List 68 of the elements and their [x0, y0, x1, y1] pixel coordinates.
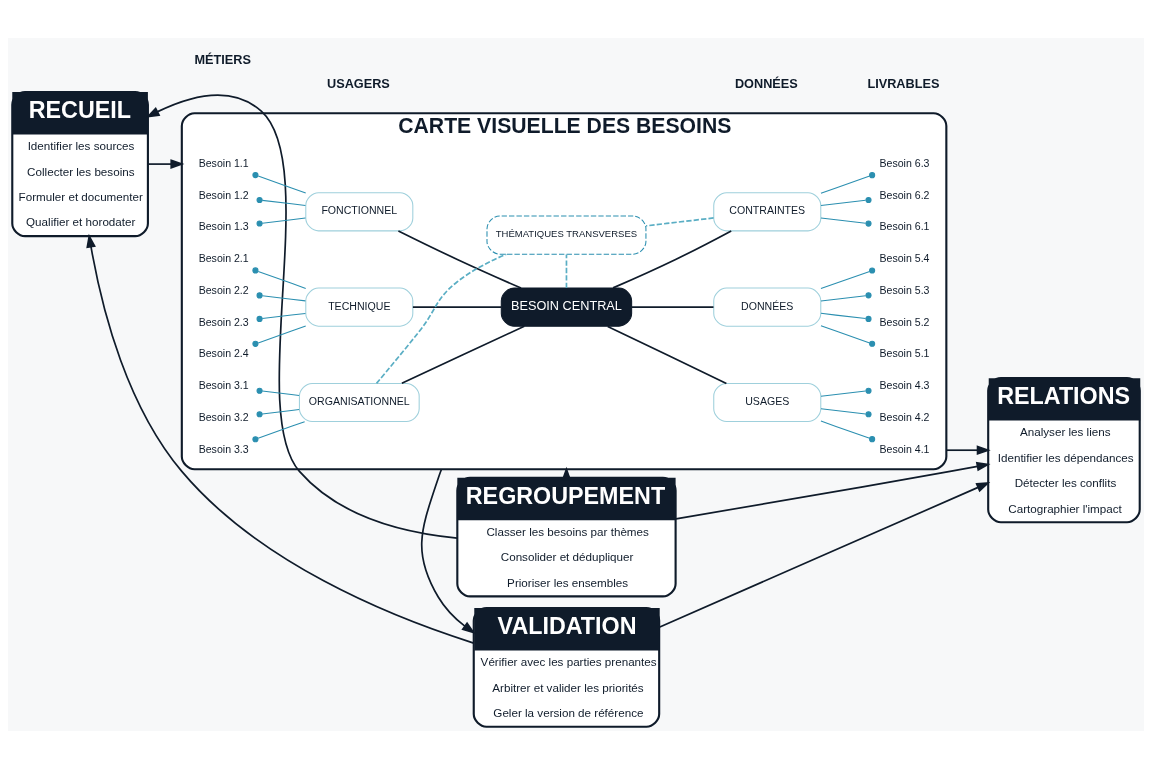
node-text: Besoin 6.1 [879, 219, 930, 232]
arrow [420, 467, 476, 634]
connector [820, 387, 872, 397]
connector [397, 229, 522, 289]
label: LIVRABLES [867, 75, 940, 91]
node-text: Besoin 4.2 [879, 410, 930, 423]
node-text: Besoin 1.2 [198, 188, 249, 201]
connector [645, 216, 715, 227]
node-box: TECHNIQUE [305, 287, 414, 327]
connector [252, 324, 307, 347]
arrow [658, 481, 991, 628]
node-box: USAGES [713, 382, 822, 422]
connector [820, 312, 872, 322]
node-text: Besoin 1.3 [198, 219, 249, 232]
connector [820, 291, 872, 301]
node-text: Besoin 4.1 [879, 442, 930, 455]
node-text: Besoin 5.4 [879, 251, 930, 264]
node-text: Besoin 3.1 [198, 378, 249, 391]
label: USAGERS [326, 75, 390, 91]
arrow [675, 461, 991, 520]
node-text: Besoin 4.3 [879, 378, 930, 391]
node-box: FONCTIONNEL [305, 191, 414, 231]
connector [820, 216, 872, 227]
connector [252, 420, 306, 442]
label: MÉTIERS [194, 51, 251, 67]
node-text: Besoin 5.3 [879, 283, 930, 296]
connector [256, 217, 306, 227]
connector [252, 171, 307, 194]
arrow [145, 93, 458, 539]
node-text: Besoin 3.3 [198, 442, 249, 455]
node-text: Besoin 5.1 [879, 346, 930, 359]
node-box: BESOIN CENTRAL [500, 287, 633, 327]
node-text: Besoin 5.2 [879, 315, 930, 328]
node-text: Besoin 2.2 [198, 283, 249, 296]
connector [820, 407, 872, 417]
arrow [945, 444, 991, 455]
node-box: THÉMATIQUES TRANSVERSES [486, 215, 647, 255]
connector [252, 266, 307, 289]
node-text: Besoin 1.1 [198, 156, 249, 169]
connector [630, 305, 715, 308]
node-box: CONTRAINTES [713, 191, 822, 231]
node-text: Besoin 3.2 [198, 410, 249, 423]
node-text: Besoin 2.1 [198, 251, 249, 264]
connector [256, 196, 306, 206]
connector [256, 387, 300, 396]
connector [612, 229, 733, 289]
connector [820, 324, 876, 347]
node-box: ORGANISATIONNEL [298, 382, 420, 422]
arrow [86, 233, 475, 644]
node-box: DONNÉES [713, 287, 822, 327]
node-text: Besoin 2.4 [198, 346, 249, 359]
node-text: Besoin 2.3 [198, 315, 249, 328]
connector [820, 196, 872, 206]
connector [820, 266, 876, 289]
connector [820, 420, 876, 442]
connector [565, 253, 568, 289]
connector [820, 171, 876, 194]
connector [606, 325, 728, 384]
connector [256, 291, 306, 301]
connector [412, 305, 503, 308]
connector [256, 408, 300, 417]
connector [401, 324, 526, 384]
connector [375, 252, 508, 384]
node-text: Besoin 6.3 [879, 156, 930, 169]
node-text: Besoin 6.2 [879, 188, 930, 201]
connector [256, 312, 306, 322]
arrow [147, 158, 185, 169]
label: DONNÉES [734, 75, 798, 91]
